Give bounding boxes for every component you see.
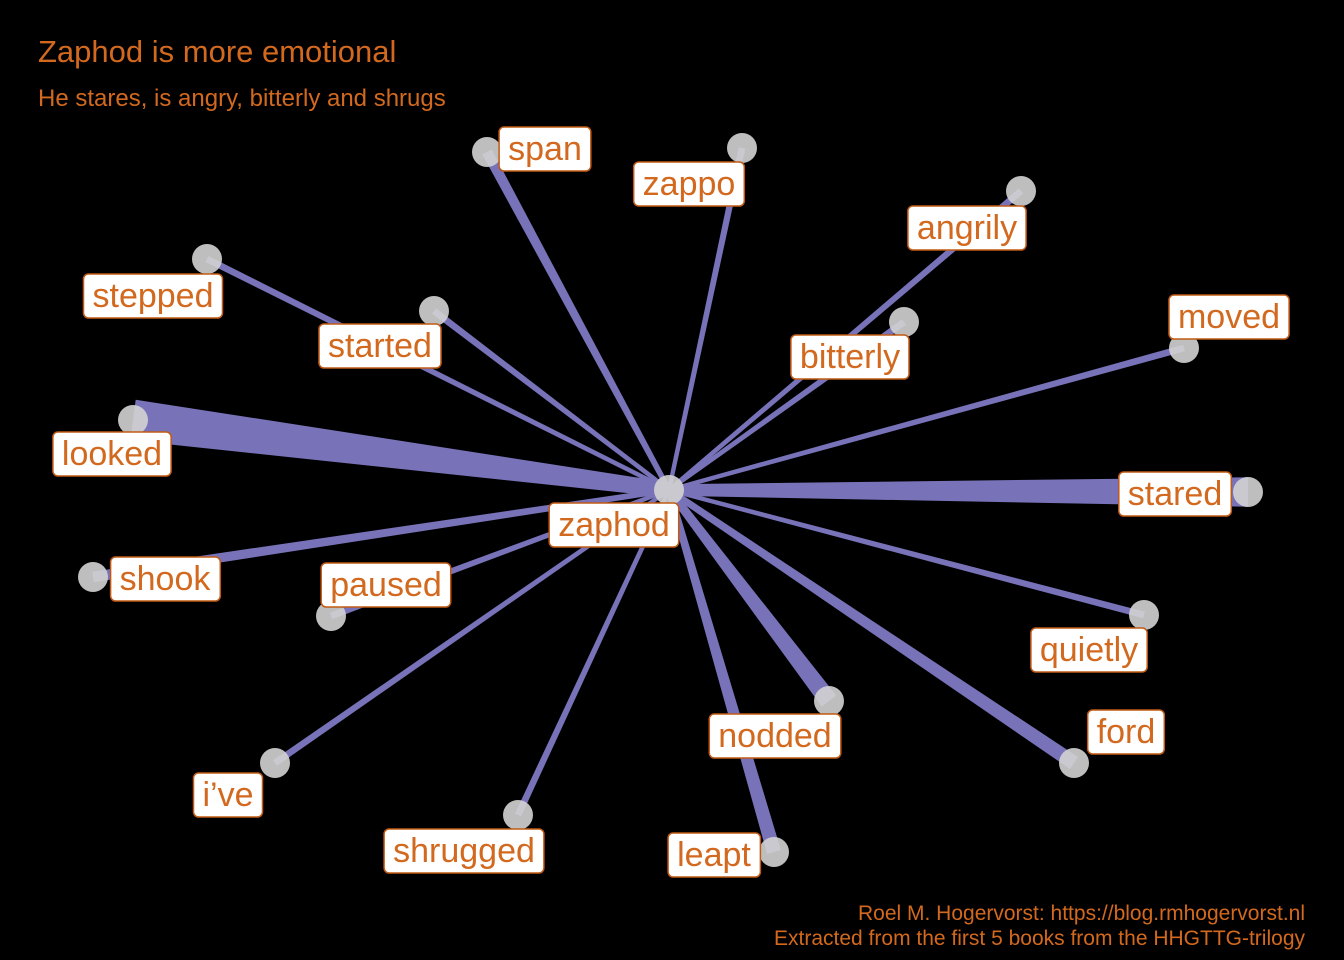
edge-zaphod-leapt — [665, 489, 781, 854]
label-angrily: angrily — [907, 205, 1027, 251]
label-paused: paused — [320, 562, 452, 608]
node-looked — [118, 405, 148, 435]
label-looked: looked — [52, 431, 172, 477]
node-zappo — [727, 133, 757, 163]
label-span: span — [498, 126, 592, 172]
plot-title: Zaphod is more emotional — [38, 34, 396, 69]
edge-zaphod-stepped — [205, 256, 670, 492]
label-bitterly: bitterly — [790, 334, 910, 380]
label-text: stared — [1128, 475, 1223, 513]
label-text: ford — [1097, 713, 1156, 751]
caption-source: Extracted from the first 5 books from th… — [774, 927, 1305, 950]
label-text: leapt — [677, 836, 751, 874]
label-box — [548, 502, 680, 548]
label-zaphod: zaphod — [548, 502, 680, 548]
label-box — [790, 334, 910, 380]
node-leapt — [759, 837, 789, 867]
label-box — [1086, 709, 1166, 755]
edge-zaphod-nodded — [665, 487, 837, 707]
node-i-ve — [260, 748, 290, 778]
label-text: shook — [120, 560, 212, 598]
label-box — [498, 126, 592, 172]
label-box — [109, 556, 222, 602]
label-started: started — [318, 323, 442, 369]
label-moved: moved — [1168, 294, 1290, 340]
node-ford — [1059, 748, 1089, 778]
node-bitterly — [889, 307, 919, 337]
node-stared — [1233, 477, 1263, 507]
label-text: zaphod — [558, 506, 670, 544]
label-text: shrugged — [393, 832, 535, 870]
edge-zaphod-stared — [669, 477, 1249, 507]
label-text: looked — [62, 435, 162, 473]
label-text: started — [328, 327, 432, 365]
label-box — [383, 828, 545, 874]
label-zappo: zappo — [632, 161, 746, 207]
edge-zaphod-moved — [668, 344, 1185, 492]
label-leapt: leapt — [667, 832, 762, 878]
label-text: nodded — [718, 717, 831, 755]
label-box — [907, 205, 1027, 251]
label-i-ve: i’ve — [192, 772, 264, 818]
label-box — [1168, 294, 1290, 340]
node-started — [419, 296, 449, 326]
label-box — [1030, 627, 1148, 673]
nodes — [78, 133, 1263, 867]
label-box — [82, 273, 224, 319]
node-stepped — [192, 244, 222, 274]
node-labels: zaphod looked stared nodded ford leapt span sho… — [52, 126, 1290, 878]
node-paused — [316, 601, 346, 631]
label-text: paused — [330, 566, 442, 604]
label-text: i’ve — [202, 776, 253, 814]
edge-zaphod-started — [431, 308, 671, 492]
label-text: zappo — [643, 165, 736, 203]
label-text: quietly — [1040, 631, 1138, 669]
node-zaphod — [654, 475, 684, 505]
label-text: angrily — [917, 209, 1017, 247]
label-text: span — [508, 130, 582, 168]
label-text: moved — [1178, 298, 1280, 336]
label-box — [52, 431, 172, 477]
edge-zaphod-i-ve — [273, 488, 671, 766]
label-text: bitterly — [800, 338, 900, 376]
label-box — [1118, 471, 1233, 517]
plot-subtitle: He stares, is angry, bitterly and shrugs — [38, 85, 446, 112]
label-text: stepped — [93, 277, 214, 315]
node-angrily — [1006, 176, 1036, 206]
edge-zaphod-shook — [92, 487, 670, 583]
caption-author: Roel M. Hogervorst: https://blog.rmhoger… — [858, 902, 1305, 925]
label-box — [320, 562, 452, 608]
node-quietly — [1129, 600, 1159, 630]
label-stared: stared — [1118, 471, 1233, 517]
label-quietly: quietly — [1030, 627, 1148, 673]
node-shrugged — [503, 800, 533, 830]
edge-zaphod-quietly — [668, 488, 1145, 619]
label-box — [667, 832, 762, 878]
label-nodded: nodded — [708, 713, 842, 759]
label-stepped: stepped — [82, 273, 224, 319]
node-span — [472, 137, 502, 167]
label-shook: shook — [109, 556, 222, 602]
label-box — [708, 713, 842, 759]
label-ford: ford — [1086, 709, 1166, 755]
edge-zaphod-zappo — [666, 147, 746, 491]
edge-zaphod-shrugged — [514, 489, 671, 817]
node-shook — [78, 562, 108, 592]
edge-zaphod-looked — [130, 399, 671, 498]
edge-zaphod-span — [482, 149, 672, 492]
label-box — [318, 323, 442, 369]
label-box — [632, 161, 746, 207]
edge-zaphod-ford — [667, 487, 1078, 769]
node-nodded — [814, 686, 844, 716]
label-shrugged: shrugged — [383, 828, 545, 874]
label-box — [192, 772, 264, 818]
node-moved — [1169, 333, 1199, 363]
